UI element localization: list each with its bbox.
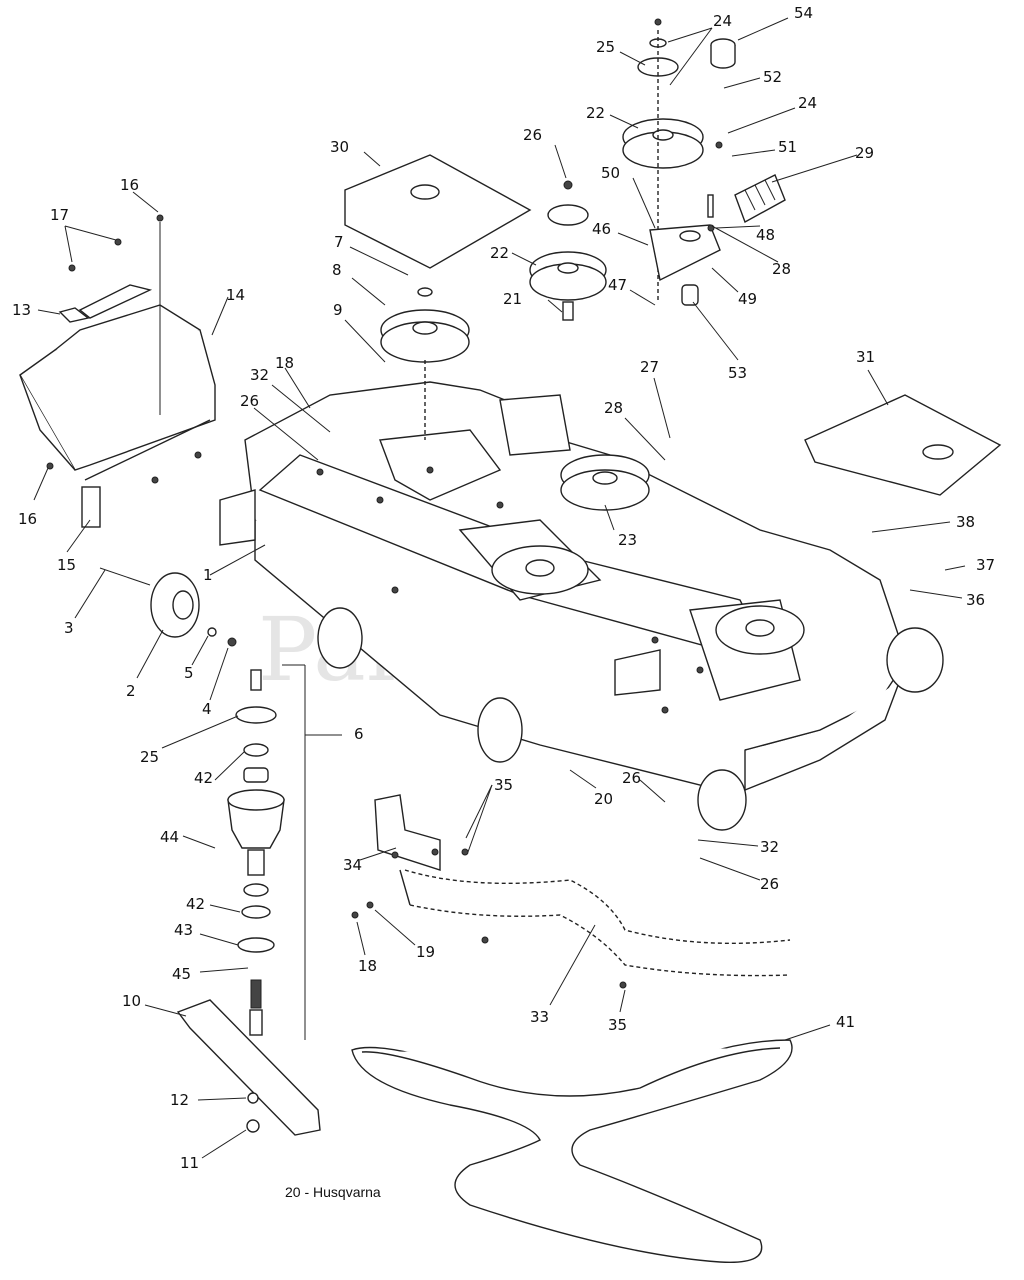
callout-27: 27: [640, 358, 659, 376]
callout-19: 19: [416, 943, 435, 961]
drive-belt: [351, 1039, 793, 1264]
spring-29: [734, 174, 786, 224]
callout-29: 29: [855, 144, 874, 162]
callout-43: 43: [174, 921, 193, 939]
callout-25: 25: [140, 748, 159, 766]
callout-26: 26: [240, 392, 259, 410]
callout-24: 24: [713, 12, 732, 30]
deck-wheel-left: [317, 607, 363, 669]
callout-15: 15: [57, 556, 76, 574]
callout-21: 21: [503, 290, 522, 308]
callout-9: 9: [333, 301, 343, 319]
deck-wheel-center: [477, 697, 523, 763]
callout-42: 42: [194, 769, 213, 787]
callout-1: 1: [203, 566, 213, 584]
idler-arm: [649, 224, 721, 282]
callout-14: 14: [226, 286, 245, 304]
callout-6: 6: [354, 725, 364, 743]
mower-blade: [176, 999, 321, 1136]
callout-30: 30: [330, 138, 349, 156]
spindle-assembly: [227, 669, 285, 1036]
callout-22: 22: [586, 104, 605, 122]
deck-wheel-right: [886, 627, 944, 693]
front-baffle: [351, 794, 791, 989]
callout-18: 18: [275, 354, 294, 372]
callout-18: 18: [358, 957, 377, 975]
callout-54: 54: [794, 4, 813, 22]
callout-26: 26: [760, 875, 779, 893]
callout-32: 32: [250, 366, 269, 384]
deck-wheel-front: [697, 769, 747, 831]
diagram-caption: 20 - Husqvarna: [285, 1184, 381, 1200]
callout-22: 22: [490, 244, 509, 262]
callout-20: 20: [594, 790, 613, 808]
leader-lines: [33, 17, 966, 1159]
callout-35: 35: [608, 1016, 627, 1034]
callout-36: 36: [966, 591, 985, 609]
callout-12: 12: [170, 1091, 189, 1109]
callout-28: 28: [772, 260, 791, 278]
callout-51: 51: [778, 138, 797, 156]
callout-28: 28: [604, 399, 623, 417]
callout-24: 24: [798, 94, 817, 112]
callout-52: 52: [763, 68, 782, 86]
discharge-chute: [19, 284, 216, 528]
callout-7: 7: [334, 233, 344, 251]
callout-41: 41: [836, 1013, 855, 1031]
callout-34: 34: [343, 856, 362, 874]
left-belt-cover: [344, 154, 532, 269]
callout-16: 16: [18, 510, 37, 528]
callout-4: 4: [202, 700, 212, 718]
callout-47: 47: [608, 276, 627, 294]
callout-5: 5: [184, 664, 194, 682]
right-belt-cover: [804, 394, 1002, 496]
callout-53: 53: [728, 364, 747, 382]
callout-labels: 54 24 25 52 24 22 51 29 26 50 30 48 46 2…: [12, 4, 995, 1172]
callout-13: 13: [12, 301, 31, 319]
callout-44: 44: [160, 828, 179, 846]
callout-38: 38: [956, 513, 975, 531]
callout-3: 3: [64, 619, 74, 637]
callout-11: 11: [180, 1154, 199, 1172]
callout-33: 33: [530, 1008, 549, 1026]
callout-10: 10: [122, 992, 141, 1010]
callout-46: 46: [592, 220, 611, 238]
callout-31: 31: [856, 348, 875, 366]
callout-50: 50: [601, 164, 620, 182]
callout-23: 23: [618, 531, 637, 549]
callout-49: 49: [738, 290, 757, 308]
mower-deck: [219, 381, 944, 831]
callout-35: 35: [494, 776, 513, 794]
callout-37: 37: [976, 556, 995, 574]
callout-26: 26: [523, 126, 542, 144]
callout-8: 8: [332, 261, 342, 279]
callout-25: 25: [596, 38, 615, 56]
callout-16: 16: [120, 176, 139, 194]
callout-48: 48: [756, 226, 775, 244]
callout-17: 17: [50, 206, 69, 224]
callout-45: 45: [172, 965, 191, 983]
callout-42: 42: [186, 895, 205, 913]
callout-2: 2: [126, 682, 136, 700]
callout-26: 26: [622, 769, 641, 787]
callout-32: 32: [760, 838, 779, 856]
